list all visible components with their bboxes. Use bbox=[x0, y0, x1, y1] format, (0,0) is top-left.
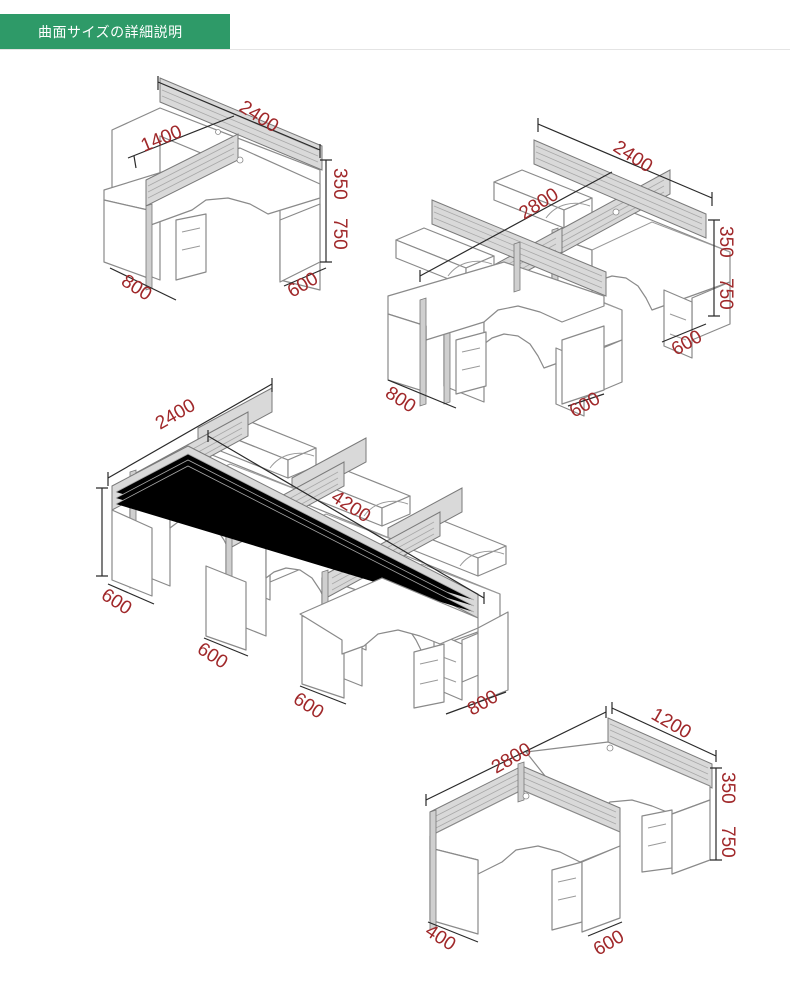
dim-desk-height: 750 bbox=[329, 218, 350, 250]
dim-6-depth-a: 600 bbox=[97, 585, 135, 620]
header-divider bbox=[0, 49, 790, 50]
diagram-two-seat bbox=[425, 702, 722, 943]
diagram-four-seat bbox=[387, 118, 731, 417]
diagram-single-corner bbox=[103, 76, 332, 301]
dim-4-desk-height: 750 bbox=[715, 278, 736, 310]
dim-2-side-width: 1200 bbox=[648, 704, 695, 743]
dim-2-depth-right: 600 bbox=[590, 926, 628, 960]
section-header-tab: 曲面サイズの詳細説明 bbox=[0, 14, 230, 49]
dim-2-screen-height: 350 bbox=[717, 772, 738, 804]
dim-2-desk-height: 750 bbox=[717, 826, 738, 858]
diagram-six-seat bbox=[96, 378, 509, 715]
dim-6-overall-width: 2400 bbox=[152, 395, 199, 434]
dim-6-depth-b: 600 bbox=[193, 639, 231, 674]
dim-screen-height: 350 bbox=[329, 168, 350, 200]
section-title: 曲面サイズの詳細説明 bbox=[38, 24, 183, 41]
dim-4-screen-height: 350 bbox=[715, 226, 736, 258]
